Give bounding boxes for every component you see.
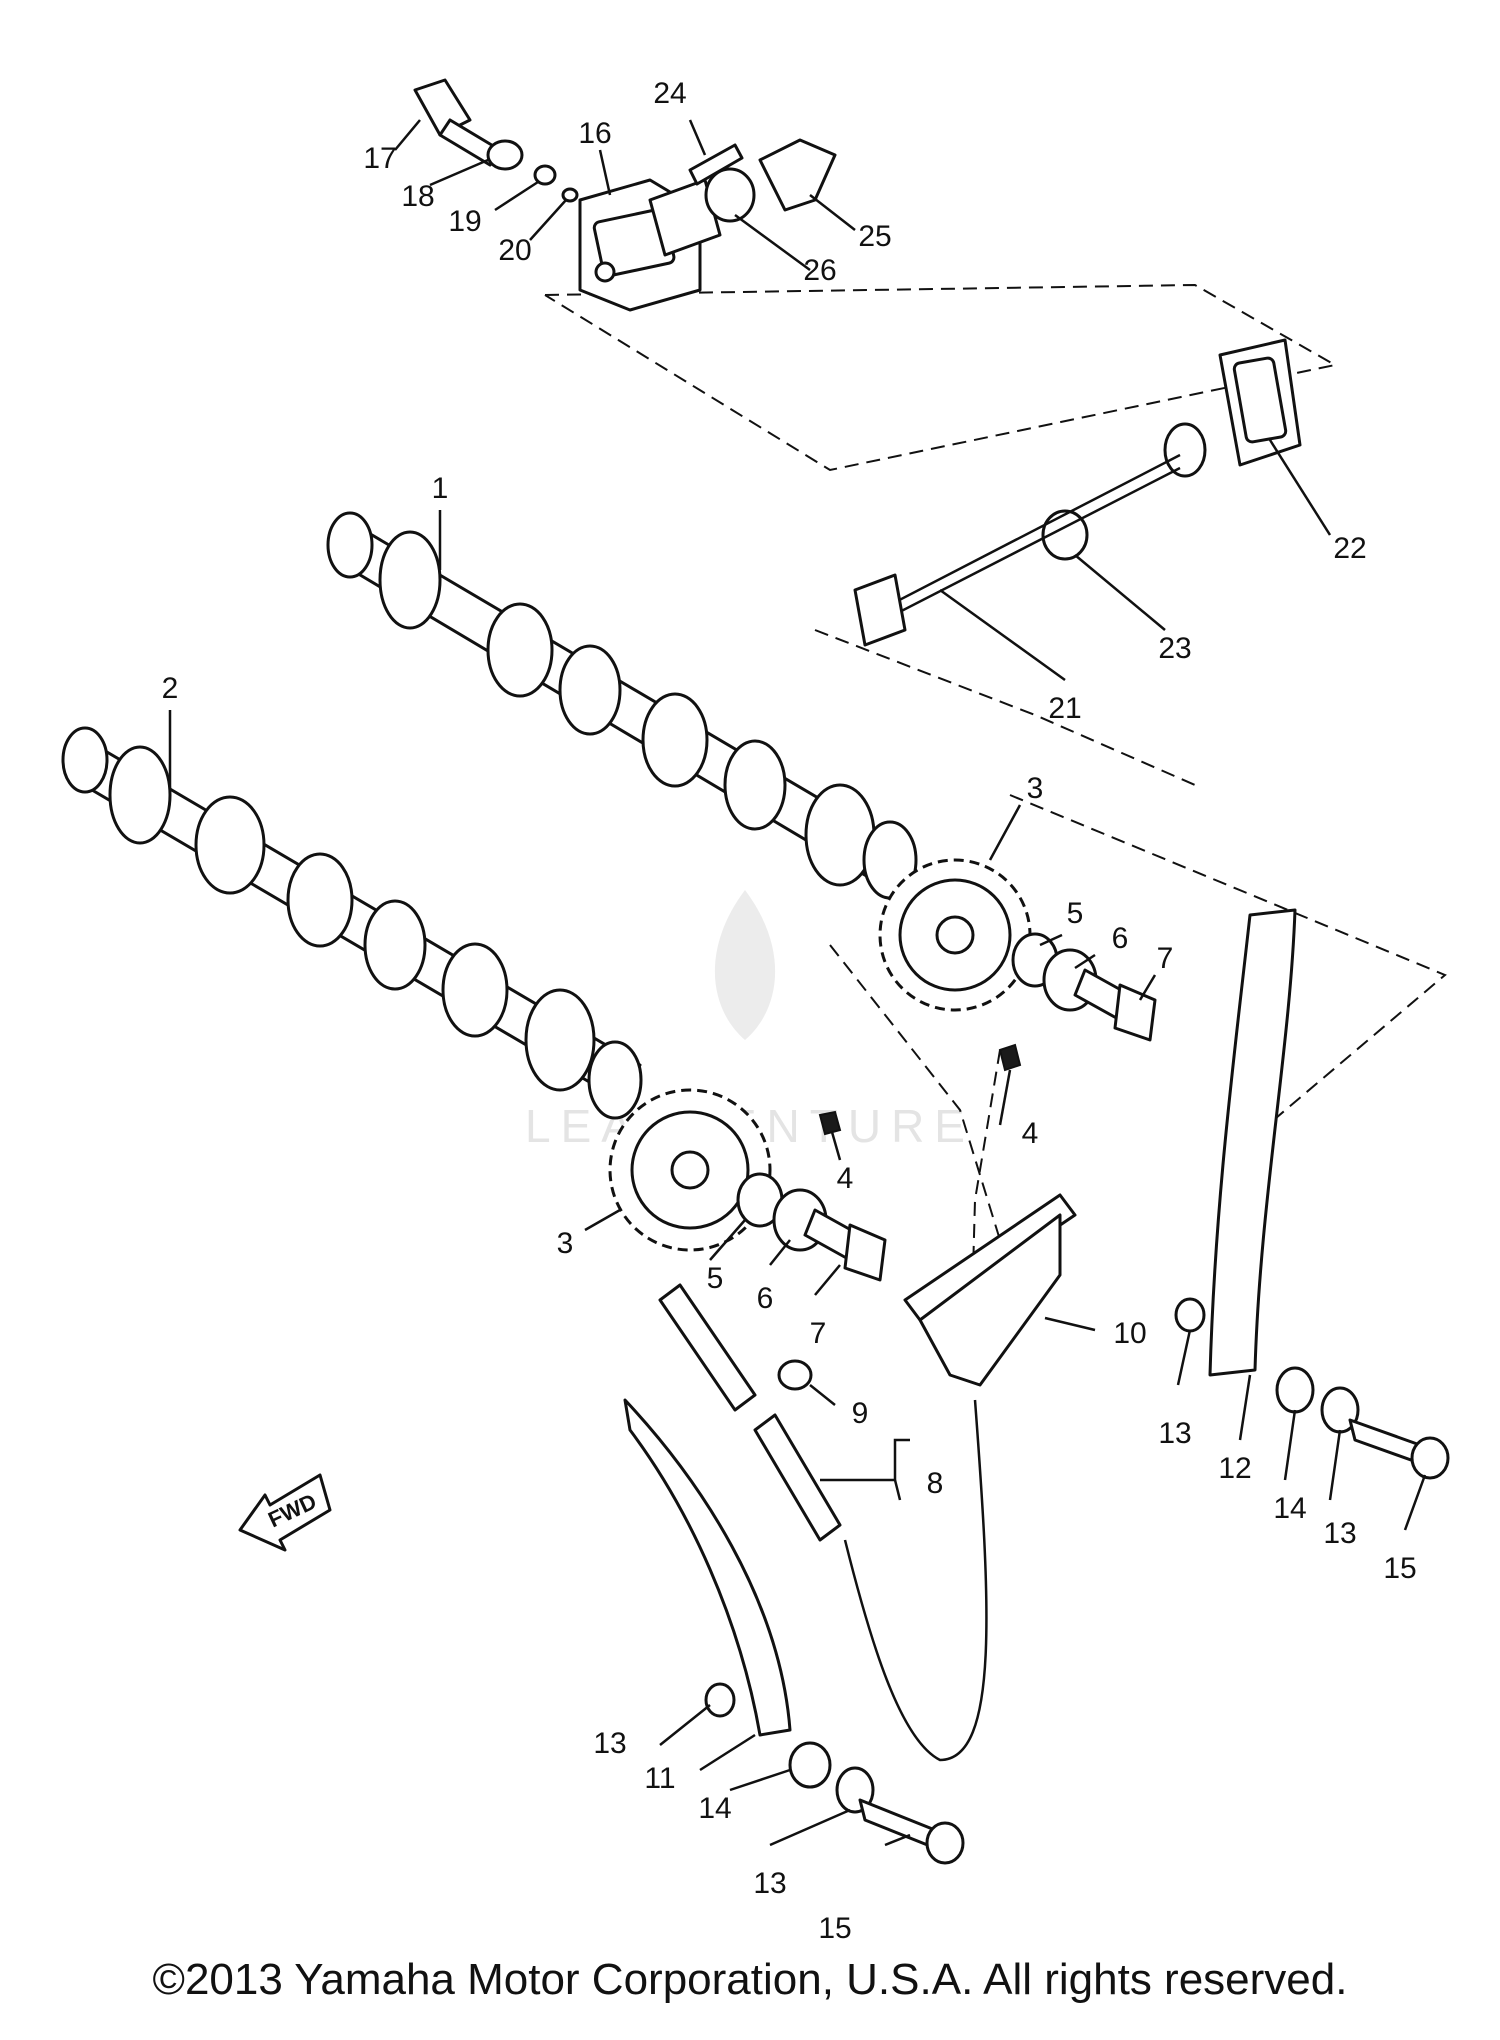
tensioner-nut-18 [486, 139, 524, 171]
spacer-14-left [788, 1741, 832, 1789]
chain-8-lower [753, 1413, 842, 1542]
guide-11-body [623, 1398, 792, 1737]
callout-2: 2 [162, 672, 179, 705]
callout-13: 13 [1158, 1417, 1191, 1450]
tensioner-assembly [413, 78, 837, 312]
callout-3: 3 [1027, 772, 1044, 805]
leader-lines [168, 119, 1427, 1847]
callout-1: 1 [432, 472, 449, 505]
washer-13-left-a [704, 1682, 736, 1718]
callout-19: 19 [448, 205, 481, 238]
callout-24: 24 [653, 77, 686, 110]
callout-14: 14 [698, 1792, 731, 1825]
callout-15: 15 [818, 1912, 851, 1945]
tensioner-bolt-17 [413, 78, 472, 137]
chain-guide-left [623, 1398, 965, 1865]
tensioner-rod-group [853, 338, 1302, 647]
gasket-26 [704, 167, 756, 223]
callout-9: 9 [852, 1397, 869, 1430]
callout-13: 13 [753, 1867, 786, 1900]
upper-sprocket-group [878, 858, 1157, 1072]
callout-18: 18 [401, 180, 434, 213]
callout-11: 11 [644, 1762, 675, 1795]
callout-13: 13 [593, 1727, 626, 1760]
copyright-notice: ©2013 Yamaha Motor Corporation, U.S.A. A… [152, 1955, 1348, 2004]
chain-loop [843, 1399, 988, 1762]
callout-6: 6 [757, 1282, 774, 1315]
callout-25: 25 [858, 220, 891, 253]
tensioner-bolt-shank [438, 118, 502, 167]
guide-12-body [1208, 908, 1297, 1377]
callouts: 1 2 3 3 4 4 5 5 6 6 7 7 8 9 10 11 12 13 … [162, 77, 1417, 1945]
callout-8: 8 [927, 1467, 944, 1500]
spring-23 [1041, 509, 1089, 561]
callout-5: 5 [1067, 897, 1084, 930]
callout-17: 17 [363, 142, 396, 175]
key-4-upper [998, 1043, 1022, 1072]
callout-5: 5 [707, 1262, 724, 1295]
callout-4: 4 [1022, 1117, 1039, 1150]
callout-16: 16 [578, 117, 611, 150]
lower-sprocket-group [608, 1088, 887, 1282]
callout-23: 23 [1158, 632, 1191, 665]
watermark-flame-icon [714, 890, 776, 1040]
callout-22: 22 [1333, 532, 1366, 565]
callout-13: 13 [1323, 1517, 1356, 1550]
forward-arrow: FWD [238, 1473, 332, 1552]
chain-guide-10 [903, 1193, 1077, 1387]
callout-26: 26 [803, 254, 836, 287]
tensioner-barrel [648, 178, 722, 257]
callout-3: 3 [557, 1227, 574, 1260]
chain-8-upper [658, 1283, 757, 1412]
callout-6: 6 [1112, 922, 1129, 955]
callout-14: 14 [1273, 1492, 1306, 1525]
callout-15: 15 [1383, 1552, 1416, 1585]
gasket-22-window [1232, 356, 1288, 444]
nut-9 [777, 1359, 813, 1391]
oring-20 [561, 187, 579, 203]
spring-seat [1163, 422, 1207, 478]
cap-bolt-24 [688, 143, 744, 186]
washer-19 [533, 164, 557, 186]
callout-10: 10 [1113, 1317, 1146, 1350]
chain-guide-right [1174, 908, 1450, 1480]
tensioner-cap-25 [758, 138, 837, 212]
callout-4: 4 [837, 1162, 854, 1195]
bolt-7-lower-head [843, 1223, 887, 1282]
callout-7: 7 [1157, 942, 1174, 975]
callout-12: 12 [1218, 1452, 1251, 1485]
bolt-7-upper-head [1113, 983, 1157, 1042]
camshaft-2 [61, 726, 643, 1120]
key-4-lower [818, 1110, 842, 1136]
camshaft-1 [326, 511, 918, 900]
spacer-14-right [1275, 1366, 1315, 1414]
tensioner-mount-hole [594, 261, 616, 283]
fwd-arrow-icon [238, 1473, 332, 1552]
washer-13-right-a [1174, 1297, 1206, 1333]
callout-21: 21 [1048, 692, 1081, 725]
push-rod-head [853, 573, 907, 647]
callout-7: 7 [810, 1317, 827, 1350]
push-rod-21 [879, 453, 1181, 612]
callout-20: 20 [498, 234, 531, 267]
cam-chain-group [658, 1283, 988, 1762]
